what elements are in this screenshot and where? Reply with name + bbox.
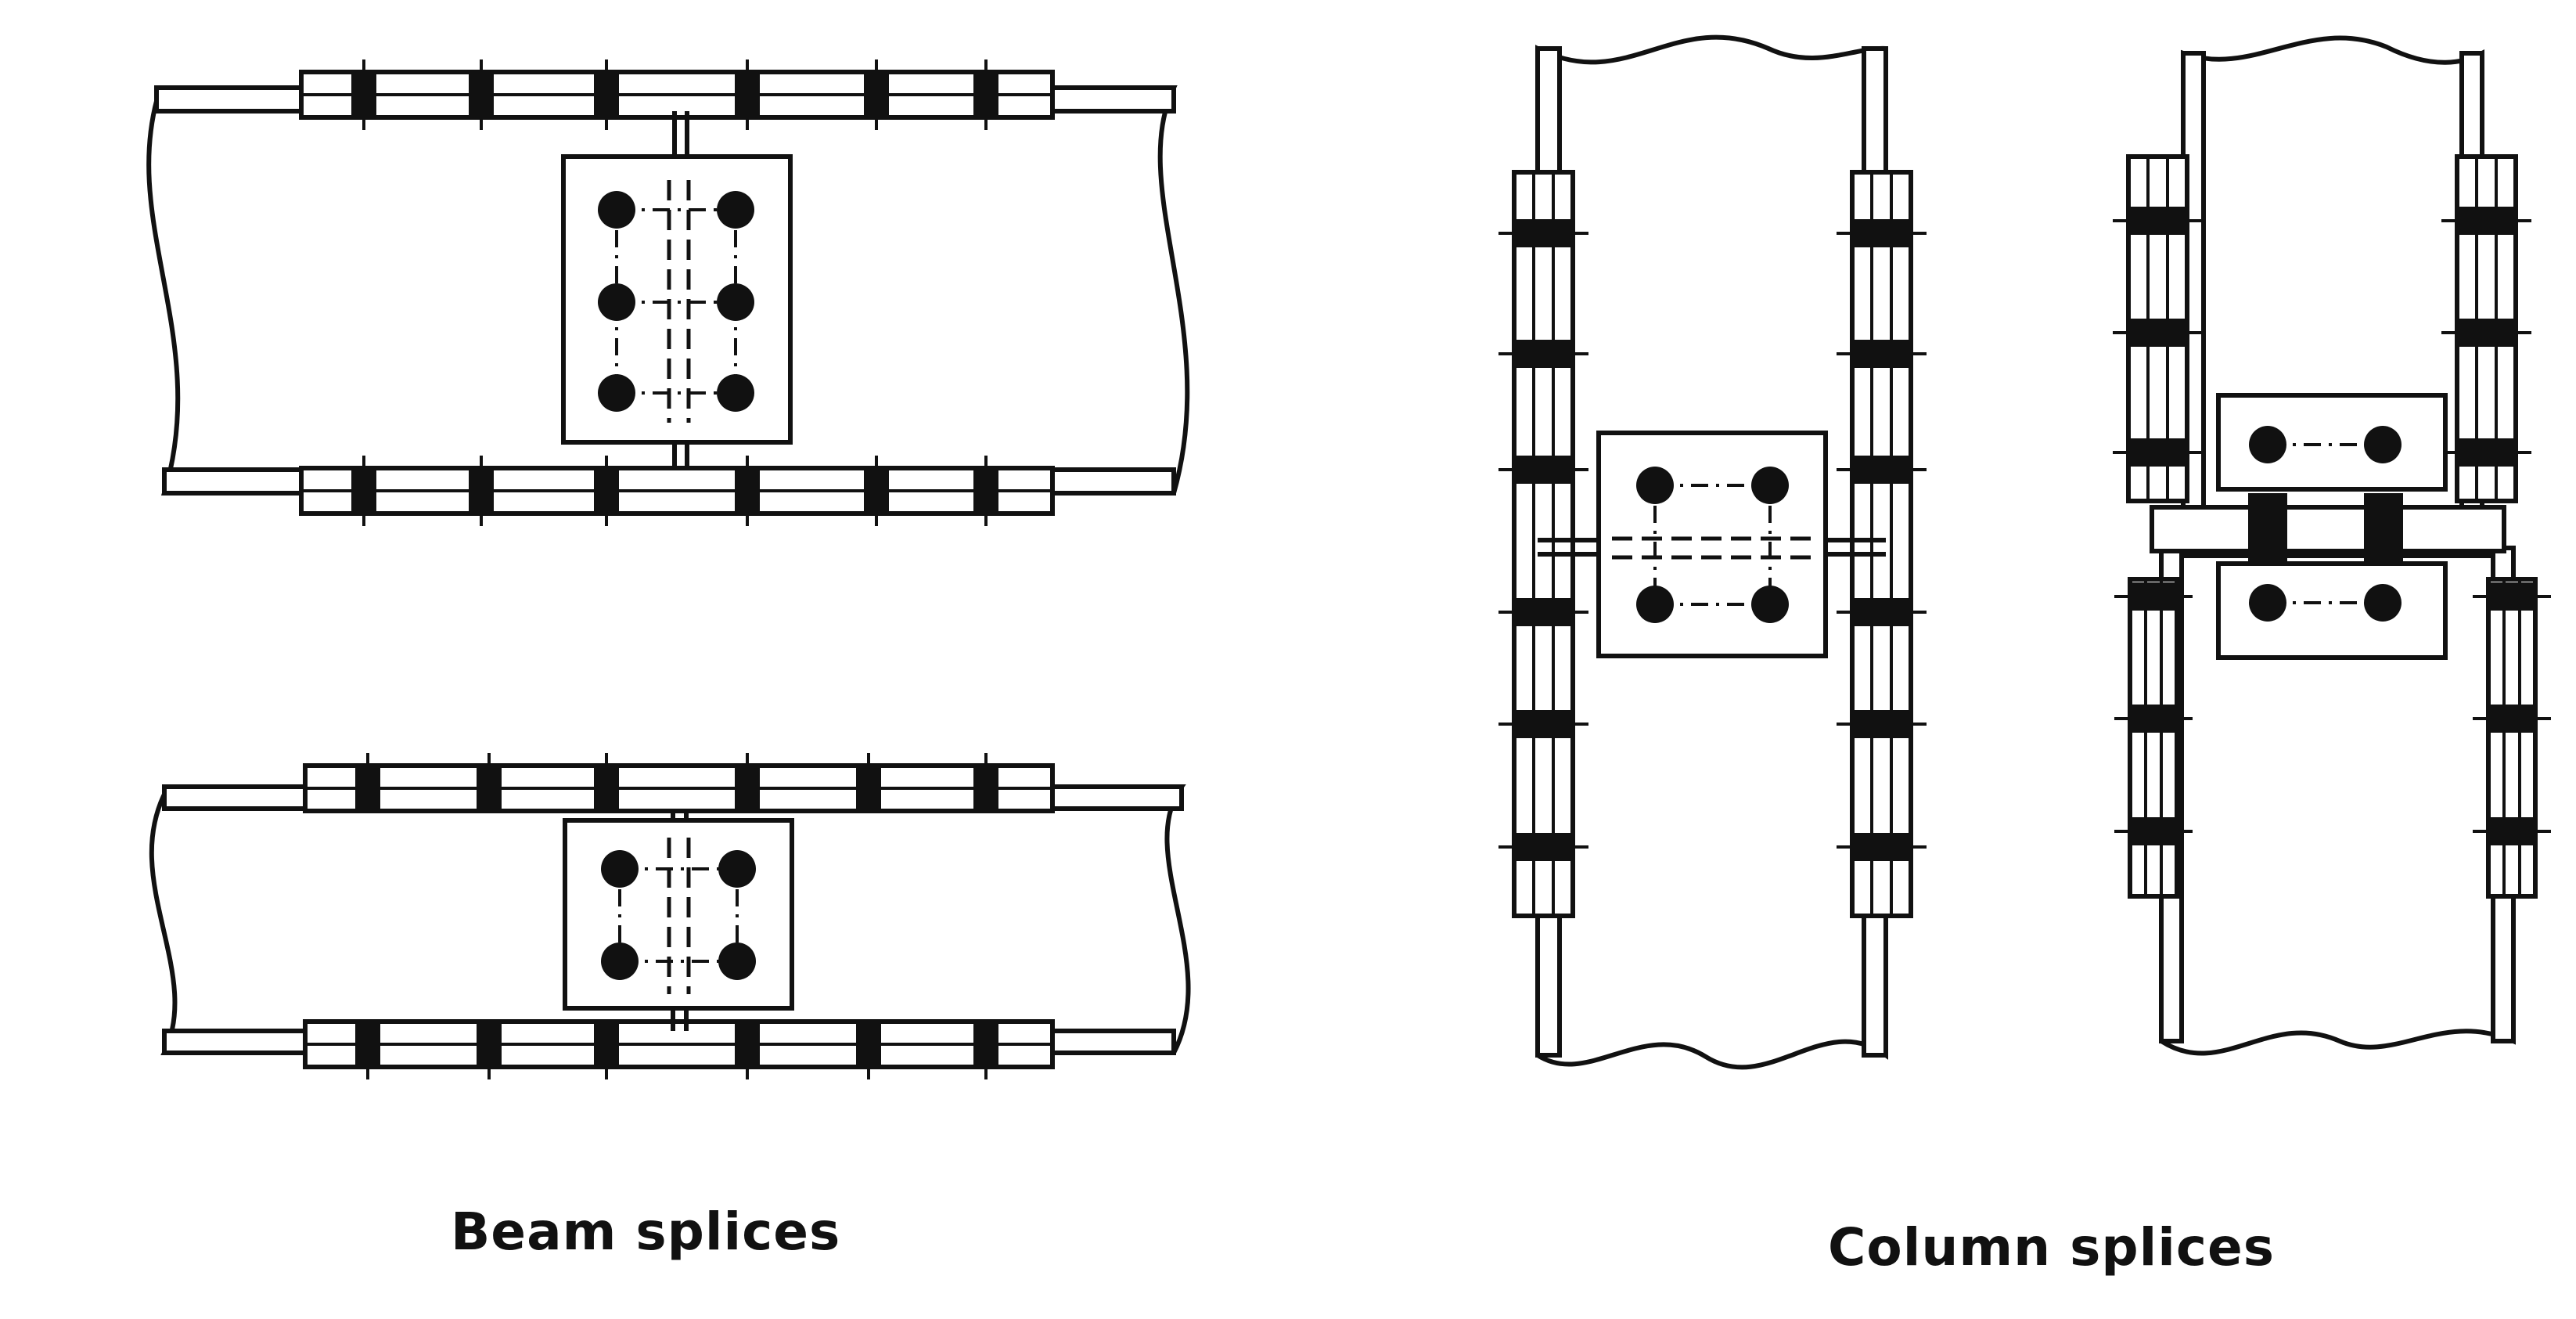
bolt-group-block — [2127, 319, 2189, 347]
bolt-group-block — [1851, 456, 1912, 484]
bolt — [1636, 467, 1674, 504]
bolt-group-block — [973, 1020, 998, 1069]
bolt-group-block — [735, 1020, 760, 1069]
web-cover-plate — [563, 818, 794, 1011]
bolt — [598, 283, 635, 321]
bolt — [717, 283, 754, 321]
flange-splice-plate — [2486, 577, 2538, 899]
bolt — [601, 942, 639, 980]
bolt — [1636, 586, 1674, 623]
bolt-group-block — [856, 1020, 881, 1069]
bolt-group-block — [973, 467, 998, 515]
bolt-group-block — [1851, 710, 1912, 738]
bolt — [717, 374, 754, 412]
beam-splices-caption: Beam splices — [451, 1202, 841, 1262]
bolt-group-block — [973, 70, 998, 119]
lower-column-outline — [2159, 553, 2516, 1056]
beam-splice-short-plates — [149, 753, 1191, 1079]
flange-splice-plate — [1512, 170, 1575, 918]
bolt-group-block — [2128, 705, 2178, 733]
bolt-group-block — [477, 1020, 502, 1069]
web-cover-plate — [1596, 431, 1828, 658]
bolt-group-block — [1851, 219, 1912, 247]
bolt-group-block — [2128, 817, 2178, 845]
bolt — [2364, 426, 2402, 463]
bolt-group-block — [594, 764, 619, 813]
bolt-group-block — [2127, 438, 2189, 467]
bolt-group-block — [2127, 207, 2189, 235]
bolt-group-block — [469, 70, 494, 119]
bolt-group-block — [594, 70, 619, 119]
bolt-group-block — [1513, 833, 1574, 861]
bolt — [1751, 586, 1789, 623]
bolt-group-block — [1513, 710, 1574, 738]
bolt-group-block — [2455, 438, 2517, 467]
bolt-group-block — [856, 764, 881, 813]
bolt — [718, 850, 756, 888]
bolt-group-block — [735, 467, 760, 515]
bolt — [598, 374, 635, 412]
bolt-group-block — [2455, 319, 2517, 347]
column-splice-with-bearing-plate — [2113, 35, 2551, 1056]
bolt-group-block — [1851, 340, 1912, 368]
bolt — [1751, 467, 1789, 504]
bolt — [2249, 426, 2286, 463]
bolt — [717, 191, 754, 229]
bolt-group-block — [355, 764, 380, 813]
column-splices-caption: Column splices — [1828, 1217, 2276, 1278]
bolt-group-block — [1851, 598, 1912, 626]
bearing-plate — [2150, 505, 2506, 553]
bolt-group-block — [2364, 493, 2403, 564]
bolt — [718, 942, 756, 980]
bolt-group-block — [973, 764, 998, 813]
bolt-group-block — [594, 1020, 619, 1069]
bolt-group-block — [864, 467, 889, 515]
bolt-group-block — [2128, 582, 2178, 611]
bolt-group-block — [2487, 705, 2537, 733]
bolt-group-block — [735, 764, 760, 813]
bolt-group-block — [351, 70, 376, 119]
bolt-group-block — [355, 1020, 380, 1069]
web-cover-plate — [561, 154, 793, 445]
bolt — [2249, 584, 2286, 622]
bolt-group-block — [351, 467, 376, 515]
bolt-group-block — [1851, 833, 1912, 861]
bolt-group-block — [2487, 817, 2537, 845]
bolt-group-block — [1513, 340, 1574, 368]
bolt-group-block — [594, 467, 619, 515]
bolt — [598, 191, 635, 229]
bolt-group-block — [2248, 493, 2287, 564]
bolt-group-block — [864, 70, 889, 119]
bolt — [2364, 584, 2402, 622]
beam-splice-bolted-flanges — [146, 59, 1190, 526]
column-splice-same-size — [1498, 34, 1927, 1070]
bolt-group-block — [477, 764, 502, 813]
bolt — [601, 850, 639, 888]
bolt-group-block — [1513, 598, 1574, 626]
bolt-group-block — [1513, 456, 1574, 484]
bolt-group-block — [2455, 207, 2517, 235]
bolt-group-block — [1513, 219, 1574, 247]
bolt-group-block — [2487, 582, 2537, 611]
bolt-group-block — [735, 70, 760, 119]
flange-splice-plate — [1850, 170, 1913, 918]
bolt-group-block — [469, 467, 494, 515]
flange-splice-plate — [2128, 577, 2179, 899]
